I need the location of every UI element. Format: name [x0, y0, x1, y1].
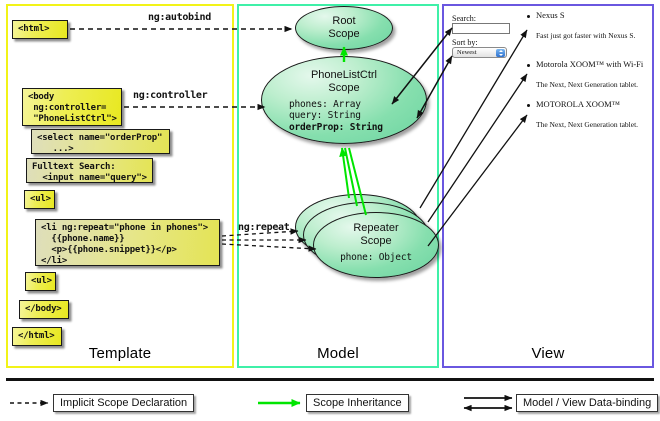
code-body-open: <body ng:controller= "PhoneListCtrl"> — [22, 88, 122, 126]
repeater-scope-props: phone: Object — [314, 252, 438, 263]
connector-label-controller: ng:controller — [133, 90, 208, 101]
prop-phones: phones: Array — [289, 98, 361, 110]
phone-snippet: The Next, Next Generation tablet. — [536, 80, 639, 89]
legend-model-view-databinding: Model / View Data-binding — [516, 394, 659, 412]
chevron-updown-icon[interactable] — [496, 49, 505, 57]
list-bullet — [527, 64, 530, 67]
code-fulltext-search: Fulltext Search: <input name="query"> — [26, 158, 153, 183]
code-li-ng-repeat: <li ng:repeat="phone in phones"> {{phone… — [35, 219, 220, 266]
sort-by-label: Sort by: — [452, 38, 478, 47]
code-body-close: </body> — [19, 300, 69, 319]
legend-implicit-scope-declaration: Implicit Scope Declaration — [53, 394, 195, 412]
code-ul-open: <ul> — [24, 190, 55, 209]
code-ul-close: <ul> — [25, 272, 56, 291]
repeater-scope-ellipse-1: Repeater Scope phone: Object — [313, 212, 439, 278]
panel-view-label: View — [531, 345, 565, 362]
prop-orderprop: orderProp: String — [289, 121, 383, 133]
legend-scope-inheritance: Scope Inheritance — [306, 394, 409, 412]
phonelistctrl-scope-props: phones: Array query: String orderProp: S… — [262, 99, 426, 133]
sort-by-value: Newest — [457, 49, 477, 56]
repeater-scope-title: Repeater Scope — [353, 222, 399, 247]
sort-by-select[interactable]: Newest — [452, 47, 507, 58]
phone-name: MOTOROLA XOOM™ — [536, 99, 620, 109]
root-scope-title: Root Scope — [328, 15, 360, 40]
phonelistctrl-scope-ellipse: PhoneListCtrl Scope phones: Array query:… — [261, 56, 427, 144]
list-bullet — [527, 104, 530, 107]
code-html-close: </html> — [12, 327, 62, 346]
legend-divider — [6, 378, 654, 381]
list-bullet — [527, 15, 530, 18]
code-html-open: <html> — [12, 20, 68, 39]
code-select-orderprop: <select name="orderProp" ...> — [31, 129, 170, 154]
prop-query: query: String — [289, 110, 361, 122]
connector-label-autobind: ng:autobind — [148, 12, 211, 23]
phonelistctrl-scope-title: PhoneListCtrl Scope — [310, 69, 378, 94]
panel-template-label: Template — [88, 345, 152, 362]
search-input[interactable] — [452, 23, 510, 34]
phone-snippet: Fast just got faster with Nexus S. — [536, 31, 636, 40]
prop-phone: phone: Object — [340, 251, 412, 263]
search-label: Search: — [452, 14, 476, 23]
panel-model-label: Model — [317, 345, 359, 362]
connector-label-repeat: ng:repeat — [238, 222, 290, 233]
root-scope-ellipse: Root Scope — [295, 6, 393, 50]
phone-name: Motorola XOOM™ with Wi-Fi — [536, 59, 644, 69]
phone-name: Nexus S — [536, 10, 565, 20]
phone-snippet: The Next, Next Generation tablet. — [536, 120, 639, 129]
